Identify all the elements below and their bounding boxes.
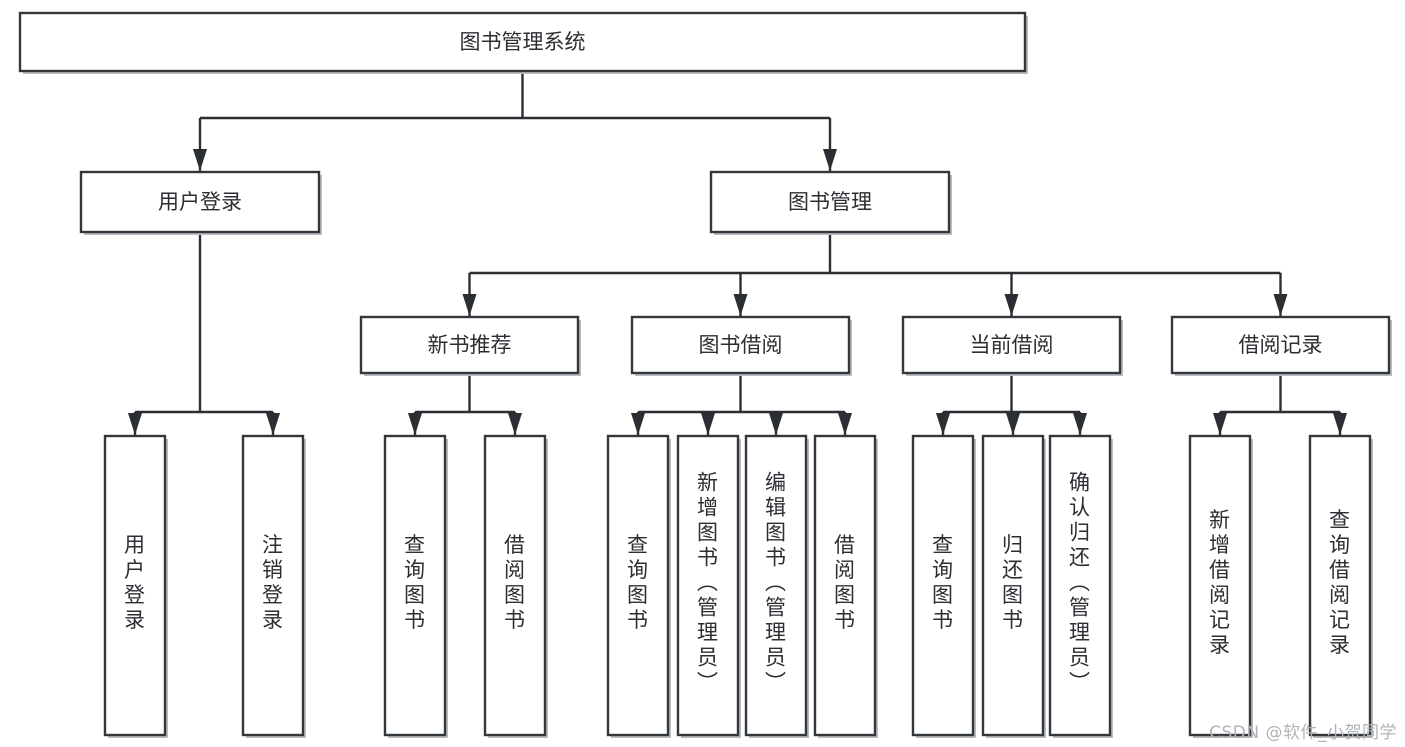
arrow-head-icon (936, 413, 950, 435)
arrow-head-icon (1073, 413, 1087, 435)
node-label: 注销登录 (262, 533, 284, 632)
node-border (981, 434, 1045, 737)
node-current-confirm-return[interactable]: 确认归还︵管理员︶ (1048, 434, 1113, 738)
node-label: 当前借阅 (970, 333, 1054, 357)
node-border (709, 170, 951, 234)
node-label: 借阅图书 (834, 533, 856, 632)
node-border (79, 170, 321, 234)
node-user-login-leaf[interactable]: 用户登录 (103, 434, 168, 738)
node-border (241, 434, 305, 737)
arrow-head-icon (462, 294, 477, 316)
arrow-head-icon (823, 149, 837, 171)
arrow-head-icon (266, 413, 280, 435)
node-borrow-query-book[interactable]: 查询图书 (606, 434, 671, 738)
arrow-head-icon (1213, 413, 1227, 435)
node-current-return-book[interactable]: 归还图书 (981, 434, 1046, 738)
node-borrow-add-book[interactable]: 新增图书︵管理员︶ (676, 434, 741, 738)
node-label: 新书推荐 (428, 333, 512, 357)
arrow-head-icon (408, 413, 422, 435)
arrow-head-icon (838, 413, 852, 435)
node-label: 图书借阅 (699, 333, 783, 357)
arrow-head-icon (1004, 294, 1019, 316)
node-label: 查询借阅记录 (1329, 508, 1351, 657)
node-border (359, 315, 580, 375)
node-borrow-lend-book[interactable]: 借阅图书 (813, 434, 878, 738)
node-label: 借阅记录 (1239, 333, 1323, 357)
arrow-head-icon (1006, 413, 1020, 435)
node-label: 新增借阅记录 (1209, 508, 1231, 657)
node-border (483, 434, 547, 737)
arrow-head-icon (631, 413, 645, 435)
node-records-add[interactable]: 新增借阅记录 (1188, 434, 1253, 738)
watermark-label: CSDN @软件_小贺同学 (1209, 723, 1397, 743)
node-root[interactable]: 图书管理系统 (18, 11, 1028, 74)
arrow-head-icon (769, 413, 783, 435)
node-new-book-recommend[interactable]: 新书推荐 (359, 315, 581, 376)
node-label: 用户登录 (158, 190, 242, 214)
node-borrow-records[interactable]: 借阅记录 (1170, 315, 1392, 376)
node-current-borrow[interactable]: 当前借阅 (901, 315, 1123, 376)
connector-layer (128, 71, 1347, 435)
node-border (901, 315, 1122, 375)
node-user-login[interactable]: 用户登录 (79, 170, 322, 235)
node-border (1048, 434, 1112, 737)
node-recommend-query-book[interactable]: 查询图书 (383, 434, 448, 738)
node-layer: 图书管理系统用户登录用户登录注销登录图书管理新书推荐查询图书借阅图书图书借阅查询… (18, 11, 1392, 738)
node-book-borrow[interactable]: 图书借阅 (630, 315, 852, 376)
arrow-head-icon (1273, 294, 1288, 316)
node-border (1308, 434, 1372, 737)
node-label: 图书管理系统 (460, 30, 586, 54)
node-label: 确认归还︵管理员︶ (1069, 471, 1091, 695)
node-border (630, 315, 851, 375)
node-border (813, 434, 877, 737)
arrow-head-icon (128, 413, 142, 435)
node-border (1170, 315, 1391, 375)
node-border (744, 434, 808, 737)
node-label: 查询图书 (404, 533, 426, 632)
node-border (383, 434, 447, 737)
node-label: 归还图书 (1002, 533, 1024, 632)
node-border (18, 11, 1027, 73)
node-current-query-book[interactable]: 查询图书 (911, 434, 976, 738)
node-book-management[interactable]: 图书管理 (709, 170, 952, 235)
arrow-head-icon (701, 413, 715, 435)
node-borrow-edit-book[interactable]: 编辑图书︵管理员︶ (744, 434, 809, 738)
node-border (103, 434, 167, 737)
arrow-head-icon (1333, 413, 1347, 435)
node-label: 图书管理 (788, 190, 872, 214)
arrow-head-icon (733, 294, 748, 316)
node-border (911, 434, 975, 737)
node-label: 用户登录 (124, 533, 146, 632)
node-border (606, 434, 670, 737)
node-label: 编辑图书︵管理员︶ (765, 471, 787, 695)
node-label: 新增图书︵管理员︶ (697, 471, 719, 695)
arrow-head-icon (193, 149, 207, 171)
node-label: 借阅图书 (504, 533, 526, 632)
node-recommend-borrow-book[interactable]: 借阅图书 (483, 434, 548, 738)
node-border (676, 434, 740, 737)
node-label: 查询图书 (932, 533, 954, 632)
node-records-query[interactable]: 查询借阅记录 (1308, 434, 1373, 738)
node-user-logout-leaf[interactable]: 注销登录 (241, 434, 306, 738)
node-border (1188, 434, 1252, 737)
node-label: 查询图书 (627, 533, 649, 632)
arrow-head-icon (508, 413, 522, 435)
